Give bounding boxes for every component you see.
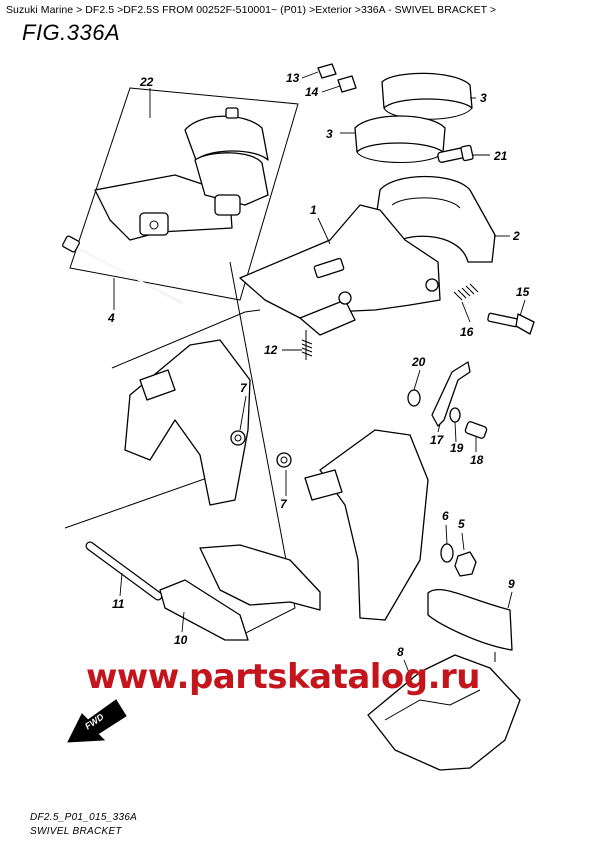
callout-4: 4 bbox=[107, 311, 115, 325]
callout-17: 17 bbox=[430, 433, 445, 447]
footer-name: SWIVEL BRACKET bbox=[30, 826, 122, 837]
part-10-thrust-rod-bracket bbox=[159, 544, 321, 641]
callout-18: 18 bbox=[470, 453, 484, 467]
part-21-bolt bbox=[437, 144, 474, 163]
part-19-washer bbox=[449, 407, 461, 423]
part-17-lever bbox=[431, 361, 471, 427]
callout-22: 22 bbox=[139, 75, 154, 89]
callout-21: 21 bbox=[493, 149, 508, 163]
callout-7-left: 7 bbox=[240, 381, 248, 395]
callout-8: 8 bbox=[397, 645, 404, 659]
figure-title: FIG.336A bbox=[22, 20, 121, 45]
fwd-arrow-badge: FWD bbox=[67, 699, 127, 743]
part-5-nut bbox=[454, 551, 477, 577]
part-6-washer bbox=[440, 543, 454, 563]
right-stern-bracket bbox=[276, 429, 429, 621]
part-18-bolt bbox=[464, 421, 488, 439]
part-1-swivel-bracket bbox=[239, 204, 441, 336]
callout-labels: 22 13 14 3 3 21 1 2 4 15 16 12 20 7 17 1… bbox=[107, 71, 530, 659]
part-22-inset-box bbox=[69, 87, 299, 301]
part-4-long-bolt bbox=[62, 235, 183, 304]
callout-3-lower: 3 bbox=[326, 127, 333, 141]
part-16-spring bbox=[453, 283, 479, 301]
left-stern-bracket bbox=[124, 339, 251, 506]
footer-code: DF2.5_P01_015_336A bbox=[30, 812, 138, 823]
callout-15: 15 bbox=[516, 285, 530, 299]
callout-19: 19 bbox=[450, 441, 464, 455]
callout-6: 6 bbox=[442, 509, 449, 523]
part-3-bushing-lower bbox=[354, 115, 446, 163]
callout-11: 11 bbox=[112, 597, 125, 611]
callout-12: 12 bbox=[264, 343, 278, 357]
callout-14: 14 bbox=[305, 85, 319, 99]
callout-9: 9 bbox=[508, 577, 515, 591]
callout-3-upper: 3 bbox=[480, 91, 487, 105]
callout-1: 1 bbox=[310, 203, 317, 217]
callout-16: 16 bbox=[460, 325, 474, 339]
callout-leaders bbox=[113, 71, 526, 681]
part-14-pad bbox=[337, 75, 357, 93]
callout-5: 5 bbox=[458, 517, 465, 531]
part-9-cover bbox=[427, 588, 513, 662]
part-15-thumb-screw bbox=[487, 312, 535, 335]
callout-10: 10 bbox=[174, 633, 188, 647]
watermark: www.partskatalog.ru bbox=[86, 657, 481, 697]
callout-13: 13 bbox=[286, 71, 300, 85]
part-12-spring bbox=[301, 330, 313, 360]
callout-20: 20 bbox=[411, 355, 426, 369]
callout-2: 2 bbox=[512, 229, 520, 243]
breadcrumb[interactable]: Suzuki Marine > DF2.5 >DF2.5S FROM 00252… bbox=[6, 4, 497, 16]
part-11-tilt-pin bbox=[85, 541, 163, 601]
part-8-lower-bracket bbox=[367, 654, 521, 771]
part-13-pad bbox=[317, 63, 337, 79]
part-3-bushing-upper bbox=[381, 72, 473, 120]
part-20-snap-ring bbox=[407, 389, 421, 407]
callout-7-right: 7 bbox=[280, 497, 288, 511]
